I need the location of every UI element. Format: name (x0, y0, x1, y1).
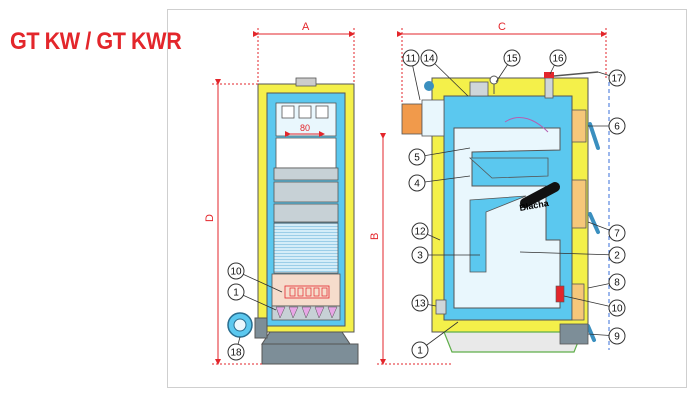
dimensions (212, 28, 607, 365)
callout-circle (503, 49, 521, 67)
callout-number: 11 (406, 54, 417, 65)
front-top-pipe (295, 77, 317, 87)
thermometer-icon (489, 75, 499, 85)
callout-circle (227, 283, 245, 301)
callout-number: 9 (614, 332, 620, 343)
callout-circle (608, 69, 626, 87)
callout-number: 10 (230, 267, 242, 278)
flue-opening (281, 105, 295, 119)
heat-exchanger-tubes (275, 137, 337, 169)
door-handle (588, 212, 600, 234)
flue-connector (421, 99, 445, 137)
callout-circle (608, 327, 626, 345)
return-connector (435, 299, 447, 315)
callout-circle (411, 294, 429, 312)
side-view: Blacha (401, 71, 610, 353)
grate-width-label: 80 (300, 123, 310, 133)
callout-number: 5 (414, 153, 420, 164)
diagram-frame (167, 9, 687, 388)
callout-circle (608, 224, 626, 242)
callout-number: 6 (614, 122, 620, 133)
callout-number: 10 (611, 304, 623, 315)
middle-door-lower (273, 203, 339, 223)
grate-bars (284, 285, 330, 299)
callout-number: 4 (414, 179, 420, 190)
safety-valve (544, 77, 554, 99)
callout-number: 18 (230, 348, 242, 359)
callout-number: 14 (423, 54, 435, 65)
callout-circle (227, 343, 245, 361)
door-handle (588, 122, 600, 150)
callout-number: 1 (233, 288, 239, 299)
callout-circle (411, 222, 429, 240)
middle-door (273, 181, 339, 203)
callout-circle (408, 148, 426, 166)
callout-circle (608, 299, 626, 317)
water-wall (469, 195, 527, 273)
callout-number: 13 (414, 299, 426, 310)
dimension-a-label: A (302, 21, 310, 33)
callout-leader (416, 147, 471, 158)
air-regulator (555, 285, 565, 303)
callout-leader (428, 57, 469, 97)
callouts: 10 1 18 11 14 15 16 17 6 5 4 12 3 2 7 8 10 13 1 9 (227, 49, 626, 361)
callout-number: 1 (417, 346, 423, 357)
flue-outlet (401, 103, 423, 135)
front-pedestal (261, 343, 359, 365)
dimension-b-label: B (369, 233, 381, 240)
door-handle (586, 324, 596, 342)
draft-regulator (544, 72, 554, 78)
middle-door-frame (273, 167, 339, 181)
callout-circle (608, 273, 626, 291)
callout-number: 3 (417, 251, 423, 262)
dimension-d-label: D (204, 214, 216, 222)
side-base (443, 331, 583, 353)
callout-number: 2 (614, 251, 620, 262)
callout-leader (416, 175, 471, 184)
callout-number: 15 (506, 54, 518, 65)
callout-circle (608, 117, 626, 135)
ash-door (571, 283, 585, 321)
callout-circle (411, 246, 429, 264)
diagram-title: GT KW / GT KWR (10, 28, 182, 55)
dimension-c-label: C (498, 21, 506, 33)
front-view: 80 (227, 77, 359, 365)
outlet-pipe (469, 81, 489, 97)
callout-circle (411, 341, 429, 359)
baffle-plate (468, 157, 549, 179)
flue-opening (315, 105, 329, 119)
callout-circle (227, 262, 245, 280)
callout-number: 17 (611, 74, 623, 85)
water-flow-line (504, 117, 549, 133)
callout-leader (563, 295, 618, 309)
flue-opening (298, 105, 312, 119)
blacha-plate (519, 182, 561, 208)
callout-circle (549, 49, 567, 67)
callout-number: 12 (414, 227, 426, 238)
combustion-chamber (273, 222, 339, 274)
callout-number: 7 (614, 229, 620, 240)
sensor-icon (424, 81, 434, 91)
callout-circle (408, 174, 426, 192)
callout-circle (420, 49, 438, 67)
upper-door (571, 109, 587, 143)
callout-number: 16 (552, 54, 564, 65)
front-base (261, 331, 351, 345)
callout-number: 8 (614, 278, 620, 289)
callout-circle (608, 246, 626, 264)
callout-circle (402, 49, 420, 67)
middle-door-side (571, 179, 587, 229)
regulator-chain (553, 71, 599, 77)
callout-leader (519, 251, 618, 256)
fan-mount (254, 317, 268, 339)
cleaning-door (559, 323, 589, 345)
